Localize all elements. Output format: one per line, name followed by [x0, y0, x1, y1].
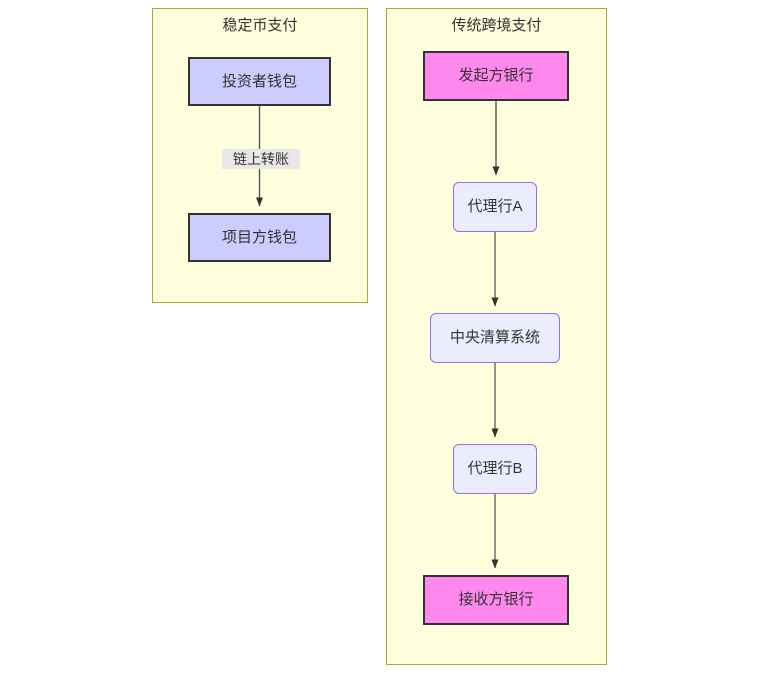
cluster-traditional-title: 传统跨境支付	[451, 17, 542, 34]
node-correspondent-bank-b-label: 代理行B	[467, 460, 523, 477]
cluster-stablecoin-title: 稳定币支付	[222, 17, 298, 34]
node-project-wallet-label: 项目方钱包	[221, 228, 297, 246]
node-central-clearing-system[interactable]: 中央清算系统	[430, 313, 560, 363]
node-correspondent-bank-b[interactable]: 代理行B	[453, 444, 537, 494]
node-correspondent-bank-a[interactable]: 代理行A	[453, 182, 537, 232]
node-origin-bank[interactable]: 发起方银行	[423, 51, 569, 101]
cluster-traditional: 传统跨境支付	[386, 8, 607, 665]
edge-label-onchain-transfer: 链上转账	[222, 149, 300, 169]
node-project-wallet[interactable]: 项目方钱包	[188, 213, 331, 262]
node-receiver-bank[interactable]: 接收方银行	[423, 575, 569, 625]
node-correspondent-bank-a-label: 代理行A	[467, 198, 523, 215]
node-receiver-bank-label: 接收方银行	[458, 591, 534, 608]
node-origin-bank-label: 发起方银行	[458, 67, 534, 84]
node-investor-wallet[interactable]: 投资者钱包	[188, 57, 331, 106]
node-central-clearing-system-label: 中央清算系统	[449, 329, 540, 346]
node-investor-wallet-label: 投资者钱包	[221, 72, 297, 90]
